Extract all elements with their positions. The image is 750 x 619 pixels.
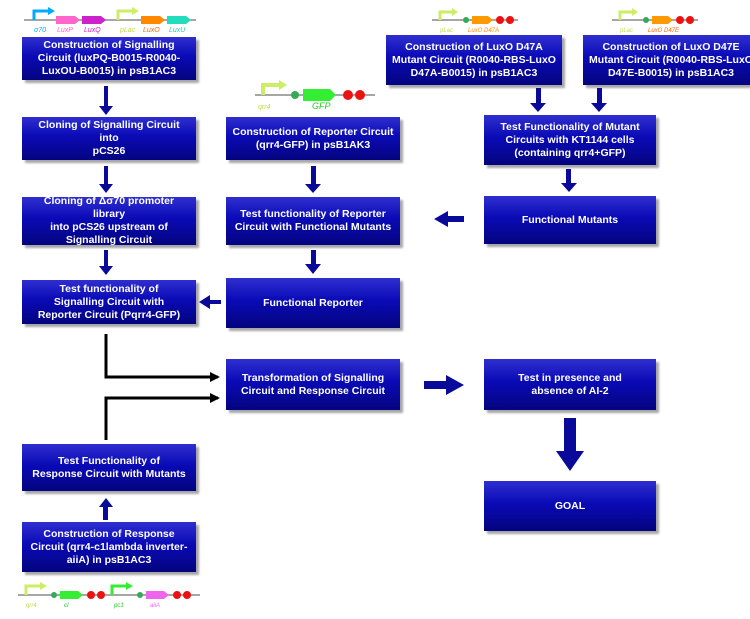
arrow-down-icon [99,86,113,115]
signalling-construct-icon: σ70 LuxP LuxQ pLac LuxO LuxU [24,7,196,34]
test-mutant-box: Test Functionality of Mutant Circuits wi… [484,115,656,165]
response-construct-icon: qrr4 cI pc1 aiiA [18,582,200,609]
d47e-construct-icon: pLac LuxO D47E [612,8,698,34]
gene-label: qrr4 [26,603,37,609]
gene-label: pLac [119,27,136,34]
gene-label: GFP [312,101,331,111]
connector-line [104,393,220,440]
arrow-down-icon [561,169,577,192]
reporter-construction-box: Construction of Reporter Circuit (qrr4-G… [226,117,400,160]
arrow-left-icon [199,295,221,309]
gene-label: cI [64,603,69,609]
arrow-down-icon [591,88,607,112]
gene-label: σ70 [34,27,46,34]
arrow-left-icon [434,211,464,227]
d47a-construction-box: Construction of LuxO D47A Mutant Circuit… [386,35,562,85]
arrow-down-icon [530,88,546,112]
functional-mutants-box: Functional Mutants [484,196,656,244]
transformation-box: Transformation of Signalling Circuit and… [226,359,400,410]
gene-label: LuxO D47E [648,28,680,34]
gene-label: pLac [439,28,453,34]
arrow-down-icon [556,418,584,471]
gene-label: LuxO [143,27,160,34]
connector-line [104,334,220,382]
cloning-pcs26-box: Cloning of Signalling Circuit into pCS26 [22,117,196,160]
response-construction-box: Construction of Response Circuit (qrr4-c… [22,522,196,572]
arrow-right-icon [424,375,464,395]
d47a-construct-icon: pLac LuxO D47A [432,8,518,34]
signalling-construction-box: Construction of Signalling Circuit (luxP… [22,37,196,80]
gene-label: pLac [619,28,633,34]
goal-box: GOAL [484,481,656,531]
test-ai2-box: Test in presence and absence of AI-2 [484,359,656,410]
gene-label: aiiA [150,603,160,609]
gene-label: LuxU [169,27,186,34]
gene-label: LuxP [57,27,73,34]
gene-label: LuxO D47A [468,28,499,34]
arrow-down-icon [99,250,113,275]
arrow-down-icon [305,250,321,274]
functional-reporter-box: Functional Reporter [226,278,400,328]
promoter-library-box: Cloning of Δσ70 promoter library into pC… [22,195,196,246]
arrow-up-icon [99,498,113,520]
arrow-down-icon [305,166,321,193]
test-response-box: Test Functionality of Response Circuit w… [22,444,196,491]
test-reporter-box: Test functionality of Reporter Circuit w… [226,197,400,245]
gene-label: pc1 [113,603,124,609]
gene-label: LuxQ [84,27,101,34]
test-signalling-box: Test functionality of Signalling Circuit… [22,280,196,324]
gene-label: qrr4 [258,104,271,111]
reporter-construct-icon: qrr4 GFP [255,80,375,111]
d47e-construction-box: Construction of LuxO D47E Mutant Circuit… [583,35,750,85]
arrow-down-icon [99,166,113,193]
